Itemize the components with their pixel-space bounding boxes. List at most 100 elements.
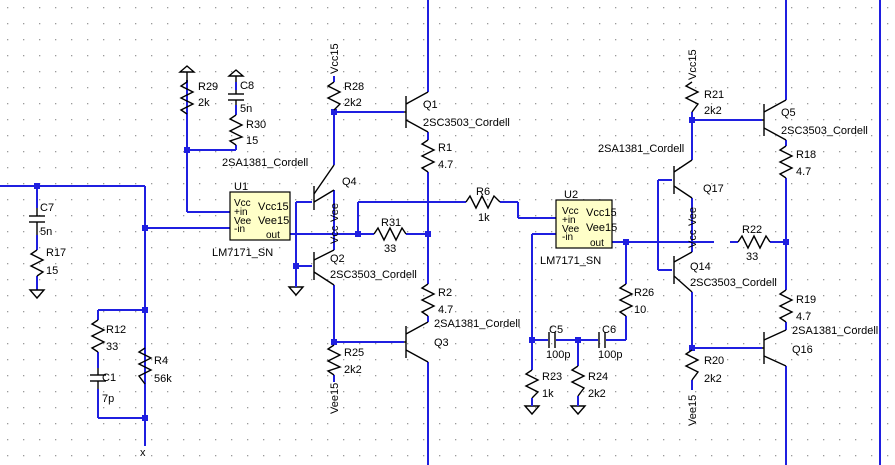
c5-value: 100p xyxy=(546,349,570,361)
resistor-r17[interactable]: R17 15 xyxy=(29,247,66,277)
r20-ref: R20 xyxy=(704,355,724,367)
r26-ref: R26 xyxy=(634,287,654,299)
resistor-r2[interactable]: R2 4.7 xyxy=(420,283,453,317)
net-vee-left: Vee xyxy=(329,203,341,222)
r23-ref: R23 xyxy=(542,371,562,383)
transistor-q17[interactable]: 2SA1381_Cordell Q17 xyxy=(598,143,724,199)
r21-value: 2k2 xyxy=(704,105,722,117)
transistor-q4[interactable]: 2SA1381_Cordell Q4 xyxy=(222,157,357,210)
resistor-r4[interactable]: R4 56k xyxy=(137,347,172,385)
r29-value: 2k xyxy=(198,97,210,109)
c8-value: 5n xyxy=(240,103,252,115)
capacitor-c8[interactable]: C8 5n xyxy=(228,80,254,115)
q5-model: 2SC3503_Cordell xyxy=(781,125,868,137)
r19-value: 4.7 xyxy=(796,311,811,323)
capacitor-c6[interactable]: C6 100p xyxy=(598,324,622,361)
supply-arrows xyxy=(178,65,245,82)
resistor-r21[interactable]: R21 2k2 xyxy=(684,81,724,117)
transistor-q14[interactable]: Q14 2SC3503_Cordell xyxy=(673,251,777,293)
transistor-q5[interactable]: Q5 2SC3503_Cordell xyxy=(762,99,868,141)
u1-pin-vcc: Vcc xyxy=(234,198,251,209)
q17-ref: Q17 xyxy=(703,183,724,195)
net-labels: Vcc15 Vee15 Vcc15 Vee15 Vcc Vee Vcc Vee … xyxy=(140,43,699,459)
u1-ref: U1 xyxy=(234,181,248,193)
u1-supply-neg: Vee15 xyxy=(258,215,289,227)
r22-value: 33 xyxy=(746,251,758,263)
transistor-q2[interactable]: Q2 2SC3503_Cordell xyxy=(313,249,417,286)
r30-value: 15 xyxy=(246,135,258,147)
u2-pin-out: out xyxy=(590,238,604,249)
net-vee15-right: Vee15 xyxy=(687,395,699,426)
q4-ref: Q4 xyxy=(342,176,357,188)
resistor-r1[interactable]: R1 4.7 xyxy=(420,139,453,173)
resistor-r18[interactable]: R18 4.7 xyxy=(778,145,816,179)
r25-ref: R25 xyxy=(344,347,364,359)
q16-model: 2SA1381_Cordell xyxy=(792,325,878,337)
resistor-r20[interactable]: R20 2k2 xyxy=(684,349,724,385)
r20-value: 2k2 xyxy=(704,373,722,385)
r2-ref: R2 xyxy=(438,287,452,299)
c7-ref: C7 xyxy=(40,202,54,214)
u1-pin-plus-in: +in xyxy=(234,207,248,218)
r12-ref: R12 xyxy=(106,324,126,336)
q1-ref: Q1 xyxy=(423,99,438,111)
r26-value: 10 xyxy=(634,304,646,316)
opamp-u1[interactable]: U1 Vcc +in Vee -in out Vcc15 Vee15 LM717… xyxy=(212,181,291,259)
u2-supply-neg: Vee15 xyxy=(586,222,617,234)
net-vcc15-left: Vcc15 xyxy=(329,43,341,74)
u2-supply-pos: Vcc15 xyxy=(586,207,617,219)
transistor-q1[interactable]: Q1 2SC3503_Cordell xyxy=(404,91,510,133)
capacitor-c7[interactable]: C7 5n xyxy=(29,202,54,238)
r2-value: 4.7 xyxy=(438,304,453,316)
resistor-r24[interactable]: R24 2k2 xyxy=(570,365,608,400)
resistor-r26[interactable]: R26 10 xyxy=(618,283,654,317)
resistor-r6[interactable]: R6 1k xyxy=(465,186,501,224)
net-vcc15-right: Vcc15 xyxy=(687,49,699,80)
q14-ref: Q14 xyxy=(690,261,711,273)
u2-ref: U2 xyxy=(564,189,578,201)
resistor-r12[interactable]: R12 33 xyxy=(90,319,126,353)
u1-supply-pos: Vcc15 xyxy=(258,201,289,213)
r17-value: 15 xyxy=(46,265,58,277)
q17-model: 2SA1381_Cordell xyxy=(598,143,684,155)
u1-pin-out: out xyxy=(266,230,280,241)
opamp-u2[interactable]: U2 Vcc +in Vee -in out Vcc15 Vee15 LM717… xyxy=(540,189,617,267)
r17-ref: R17 xyxy=(46,247,66,259)
r31-value: 33 xyxy=(384,243,396,255)
r22-ref: R22 xyxy=(742,224,762,236)
u2-pin-minus-in: -in xyxy=(562,232,573,243)
resistor-r25[interactable]: R25 2k2 xyxy=(326,344,364,376)
q3-model: 2SA1381_Cordell xyxy=(434,318,520,330)
resistor-r31[interactable]: R31 33 xyxy=(373,217,407,255)
r24-value: 2k2 xyxy=(588,388,606,400)
resistor-r30[interactable]: R30 15 xyxy=(228,114,266,147)
c6-value: 100p xyxy=(598,349,622,361)
r28-ref: R28 xyxy=(344,81,364,93)
q2-model: 2SC3503_Cordell xyxy=(330,269,417,281)
resistor-r28[interactable]: R28 2k2 xyxy=(326,81,364,111)
r24-ref: R24 xyxy=(588,371,608,383)
r6-ref: R6 xyxy=(476,186,490,198)
r4-value: 56k xyxy=(154,373,172,385)
resistor-r22[interactable]: R22 33 xyxy=(737,224,771,263)
q4-model: 2SA1381_Cordell xyxy=(222,157,308,169)
c1-value: 7p xyxy=(102,393,114,405)
resistor-r19[interactable]: R19 4.7 xyxy=(778,289,816,323)
net-vcc-left: Vcc xyxy=(329,225,341,244)
r4-ref: R4 xyxy=(154,355,168,367)
net-x: x xyxy=(140,447,146,459)
c6-ref: C6 xyxy=(602,324,616,336)
resistor-r29[interactable]: R29 2k xyxy=(179,80,218,115)
r31-ref: R31 xyxy=(381,217,401,229)
capacitor-c1[interactable]: C1 7p xyxy=(90,368,116,405)
r12-value: 33 xyxy=(106,341,118,353)
resistor-r23[interactable]: R23 1k xyxy=(524,369,562,400)
transistor-q16[interactable]: 2SA1381_Cordell Q16 xyxy=(762,325,878,367)
transistor-q3[interactable]: 2SA1381_Cordell Q3 xyxy=(404,318,520,363)
junctions xyxy=(34,109,789,421)
r1-value: 4.7 xyxy=(438,159,453,171)
capacitor-c5[interactable]: C5 100p xyxy=(546,324,570,361)
